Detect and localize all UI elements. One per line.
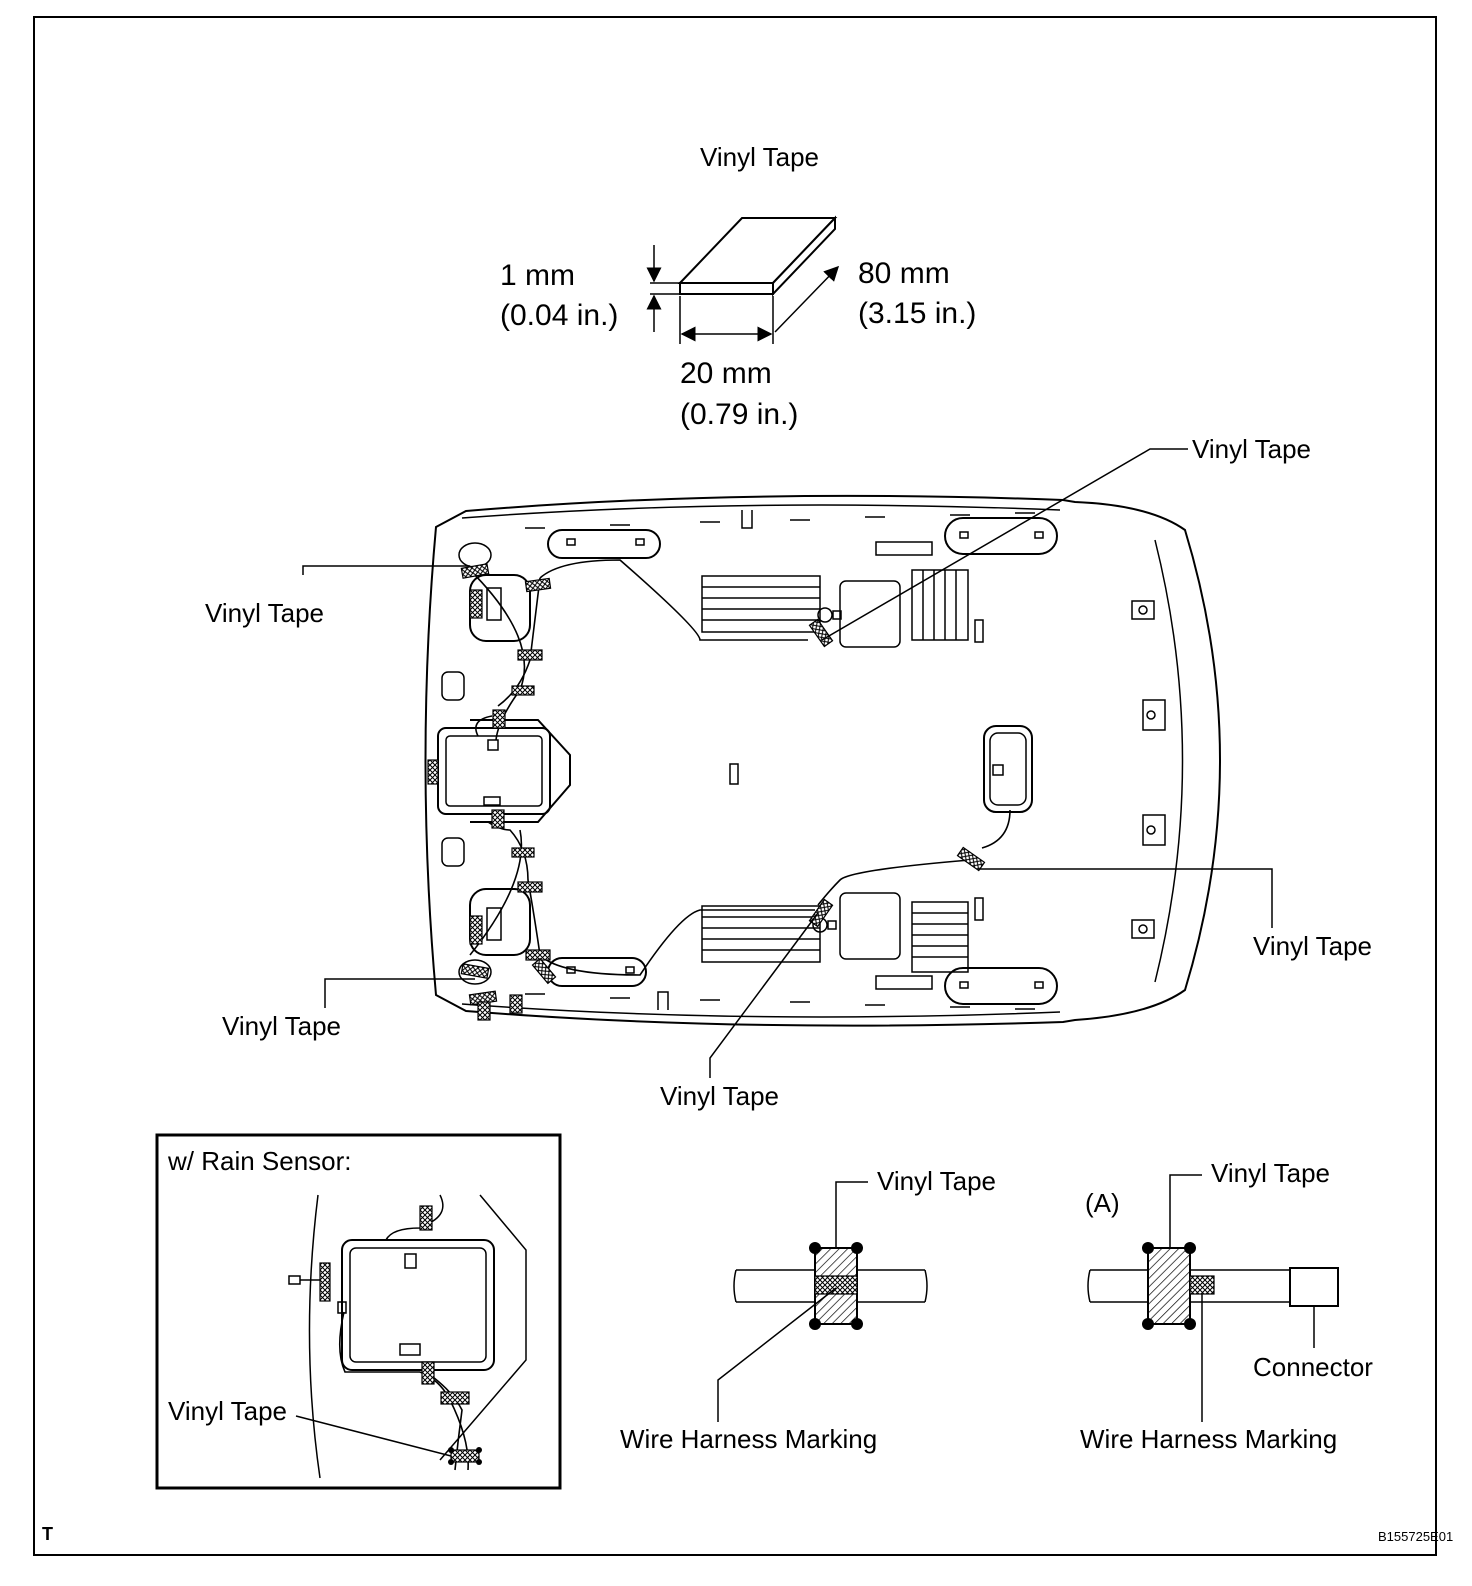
thickness-in-label: (0.04 in.) <box>500 299 618 332</box>
length-mm-label: 80 mm <box>858 257 950 290</box>
tape-block-icon <box>677 215 838 297</box>
callout-top-right: Vinyl Tape <box>1192 434 1311 464</box>
detail-right-tape-label: Vinyl Tape <box>1211 1158 1330 1188</box>
callout-left-lower: Vinyl Tape <box>222 1011 341 1041</box>
tape-spec: Vinyl Tape 1 mm (0.04 in.) 80 mm (3.15 i… <box>500 142 976 431</box>
figure-id: B155725E01 <box>1378 1529 1453 1544</box>
width-mm-label: 20 mm <box>680 357 772 390</box>
connector-icon <box>1289 1267 1339 1307</box>
connector-label: Connector <box>1253 1352 1373 1382</box>
callouts: Vinyl Tape Vinyl Tape Vinyl Tape Vinyl T… <box>205 434 1372 1111</box>
width-in-label: (0.79 in.) <box>680 398 798 431</box>
detail-center-tape-label: Vinyl Tape <box>877 1166 996 1196</box>
detail-right-marking-label: Wire Harness Marking <box>1080 1424 1337 1454</box>
diagram-frame <box>33 16 1437 1556</box>
detail-right-variant: (A) <box>1085 1188 1120 1218</box>
headliner <box>424 494 1221 1027</box>
rain-sensor-inset: w/ Rain Sensor: Vinyl Tape <box>155 1133 562 1490</box>
thickness-mm-label: 1 mm <box>500 259 575 292</box>
callout-bottom-center: Vinyl Tape <box>660 1081 779 1111</box>
rain-sensor-title: w/ Rain Sensor: <box>167 1146 352 1176</box>
rain-sensor-tape-label: Vinyl Tape <box>168 1396 287 1426</box>
headliner-outline <box>424 494 1221 1027</box>
length-in-label: (3.15 in.) <box>858 297 976 330</box>
detail-center-marking-label: Wire Harness Marking <box>620 1424 877 1454</box>
corner-mark: T <box>42 1524 53 1544</box>
tape-detail-right: (A) Vinyl Tape Connector Wire Harness Ma… <box>1080 1158 1373 1454</box>
tape-spec-title: Vinyl Tape <box>700 142 819 172</box>
tape-detail-center: Vinyl Tape Wire Harness Marking <box>620 1166 996 1454</box>
callout-right-lower: Vinyl Tape <box>1253 931 1372 961</box>
callout-left-upper: Vinyl Tape <box>205 598 324 628</box>
